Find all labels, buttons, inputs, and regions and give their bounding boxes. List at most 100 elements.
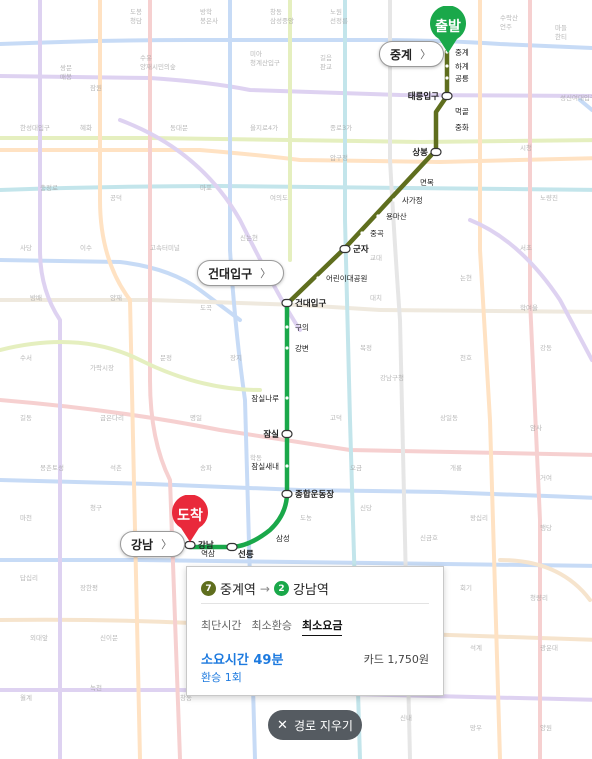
clear-route-label: 경로 지우기 bbox=[293, 718, 353, 733]
background-station-label: 매봉 bbox=[60, 73, 72, 81]
background-station-label: 양재시민의숲 bbox=[140, 62, 176, 71]
background-station-label: 방학 bbox=[200, 7, 212, 16]
background-station-label: 쌍문 bbox=[60, 63, 72, 72]
arrow-right-icon: → bbox=[259, 581, 270, 596]
background-station-label: 창동 bbox=[270, 8, 282, 16]
background-station-label: 월계 bbox=[20, 693, 32, 702]
station-dot[interactable] bbox=[285, 464, 289, 468]
callout-destination[interactable]: 강남 〉 bbox=[120, 531, 186, 557]
background-station-label: 동대문 bbox=[170, 124, 188, 132]
transfer-station-marker[interactable] bbox=[430, 147, 442, 157]
transfer-station-marker[interactable] bbox=[339, 244, 351, 254]
background-station-label: 답십리 bbox=[20, 573, 38, 582]
background-station-label: 한성대입구 bbox=[20, 123, 50, 132]
chevron-right-icon: 〉 bbox=[161, 538, 173, 551]
background-station-label: 신금호 bbox=[420, 533, 438, 542]
background-station-label: 노원 bbox=[330, 7, 342, 16]
background-station-label: 종로3가 bbox=[330, 123, 352, 132]
background-station-label: 마천 bbox=[20, 513, 32, 522]
background-station-label: 청계산입구 bbox=[250, 58, 280, 67]
route-station-label: 선릉 bbox=[238, 549, 254, 560]
divider bbox=[201, 603, 429, 604]
route-station-label: 중곡 bbox=[370, 229, 384, 238]
background-station-label: 장지 bbox=[230, 353, 242, 362]
background-station-label: 사당 bbox=[20, 243, 32, 252]
route-station-label: 어린이대공원 bbox=[326, 273, 367, 283]
station-dot[interactable] bbox=[445, 76, 449, 80]
transfer-station-marker[interactable] bbox=[441, 91, 453, 101]
background-station-label: 논현 bbox=[460, 274, 472, 282]
destination-marker-label: 도착 bbox=[177, 508, 203, 524]
station-dot[interactable] bbox=[445, 125, 449, 129]
to-station: 강남역 bbox=[292, 583, 329, 598]
station-dot[interactable] bbox=[445, 64, 449, 68]
background-station-label: 석촌 bbox=[110, 463, 122, 472]
transfer-station-marker[interactable] bbox=[281, 298, 293, 308]
route-station-label: 용마산 bbox=[386, 211, 407, 221]
transfer-station-marker[interactable] bbox=[281, 489, 293, 499]
background-station-label: 언주 bbox=[500, 23, 512, 31]
chevron-right-icon: 〉 bbox=[260, 267, 272, 280]
destination-marker[interactable]: 도착 bbox=[170, 494, 210, 543]
clear-route-button[interactable]: ✕ 경로 지우기 bbox=[268, 710, 362, 740]
route-station-label: 삼성 bbox=[276, 533, 290, 543]
station-dot[interactable] bbox=[266, 536, 270, 540]
route-station-label: 잠실 bbox=[263, 429, 279, 440]
transfer-station-marker[interactable] bbox=[281, 429, 293, 439]
background-station-label: 도봉 bbox=[130, 8, 142, 16]
background-station-label: 청구 bbox=[90, 504, 102, 512]
route-station-label: 건대입구 bbox=[295, 298, 326, 309]
route-from-to: 7 중계역 → 2 강남역 bbox=[201, 579, 329, 598]
background-station-label: 녹천 bbox=[90, 683, 102, 692]
fare-amount: 카드 1,750원 bbox=[363, 653, 429, 666]
background-station-label: 강남구청 bbox=[380, 373, 404, 382]
tab-shortest-time[interactable]: 최단시간 bbox=[201, 619, 242, 632]
station-dot[interactable] bbox=[392, 198, 396, 202]
tab-lowest-fare[interactable]: 최소요금 bbox=[301, 617, 343, 636]
callout-origin[interactable]: 중계 〉 bbox=[379, 41, 445, 67]
callout-origin-label: 중계 bbox=[390, 47, 413, 62]
route-station-label: 하계 bbox=[455, 61, 469, 71]
background-station-labels: 도봉방학창동노원수락산마들쌍문수유미아길음성신여대입구한성대입구혜화동대문을지로… bbox=[20, 7, 592, 732]
callout-transfer[interactable]: 건대입구 〉 bbox=[197, 260, 285, 286]
background-station-label: 학동 bbox=[250, 453, 262, 462]
background-station-label: 선정릉 bbox=[330, 16, 348, 25]
background-station-label: 삼성중앙 bbox=[270, 16, 294, 25]
background-station-label: 미아 bbox=[250, 49, 262, 58]
transfer-station-marker[interactable] bbox=[226, 542, 238, 552]
background-station-label: 수서 bbox=[20, 353, 32, 362]
background-station-label: 길동 bbox=[20, 414, 32, 422]
station-dot[interactable] bbox=[316, 276, 320, 280]
station-dot[interactable] bbox=[206, 550, 210, 554]
station-dot[interactable] bbox=[410, 180, 414, 184]
route-station-label: 역삼 bbox=[201, 548, 215, 558]
background-station-label: 몽촌토성 bbox=[40, 463, 64, 472]
station-dot[interactable] bbox=[445, 109, 449, 113]
background-station-label: 길음 bbox=[320, 54, 332, 62]
station-dot[interactable] bbox=[285, 346, 289, 350]
route-station-label: 잠실나루 bbox=[251, 393, 279, 403]
background-station-label: 외대앞 bbox=[30, 634, 48, 642]
background-station-label: 이수 bbox=[80, 243, 92, 252]
background-station-label: 봉은사 bbox=[200, 16, 218, 25]
chevron-right-icon: 〉 bbox=[420, 48, 432, 61]
line-2-badge: 2 bbox=[273, 581, 289, 596]
background-station-label: 상일동 bbox=[440, 413, 458, 422]
route-summary-card: 7 중계역 → 2 강남역 최단시간 최소환승 최소요금 소요시간 49분 환승… bbox=[186, 566, 444, 696]
origin-marker[interactable]: 출발 bbox=[428, 5, 468, 54]
station-dot[interactable] bbox=[360, 231, 364, 235]
station-dot[interactable] bbox=[285, 396, 289, 400]
map-pin-icon bbox=[430, 5, 466, 53]
transfer-count: 환승 1회 bbox=[201, 671, 242, 684]
station-dot[interactable] bbox=[376, 214, 380, 218]
background-station-label: 수유 bbox=[140, 54, 152, 62]
travel-duration: 소요시간 49분 bbox=[201, 653, 284, 668]
background-station-label: 개롱 bbox=[450, 463, 462, 472]
tab-fewest-transfers[interactable]: 최소환승 bbox=[251, 619, 292, 632]
station-dot[interactable] bbox=[285, 325, 289, 329]
background-station-label: 서초 bbox=[520, 243, 532, 252]
background-station-label: 여의도 bbox=[270, 193, 288, 202]
background-station-label: 암사 bbox=[530, 423, 542, 432]
